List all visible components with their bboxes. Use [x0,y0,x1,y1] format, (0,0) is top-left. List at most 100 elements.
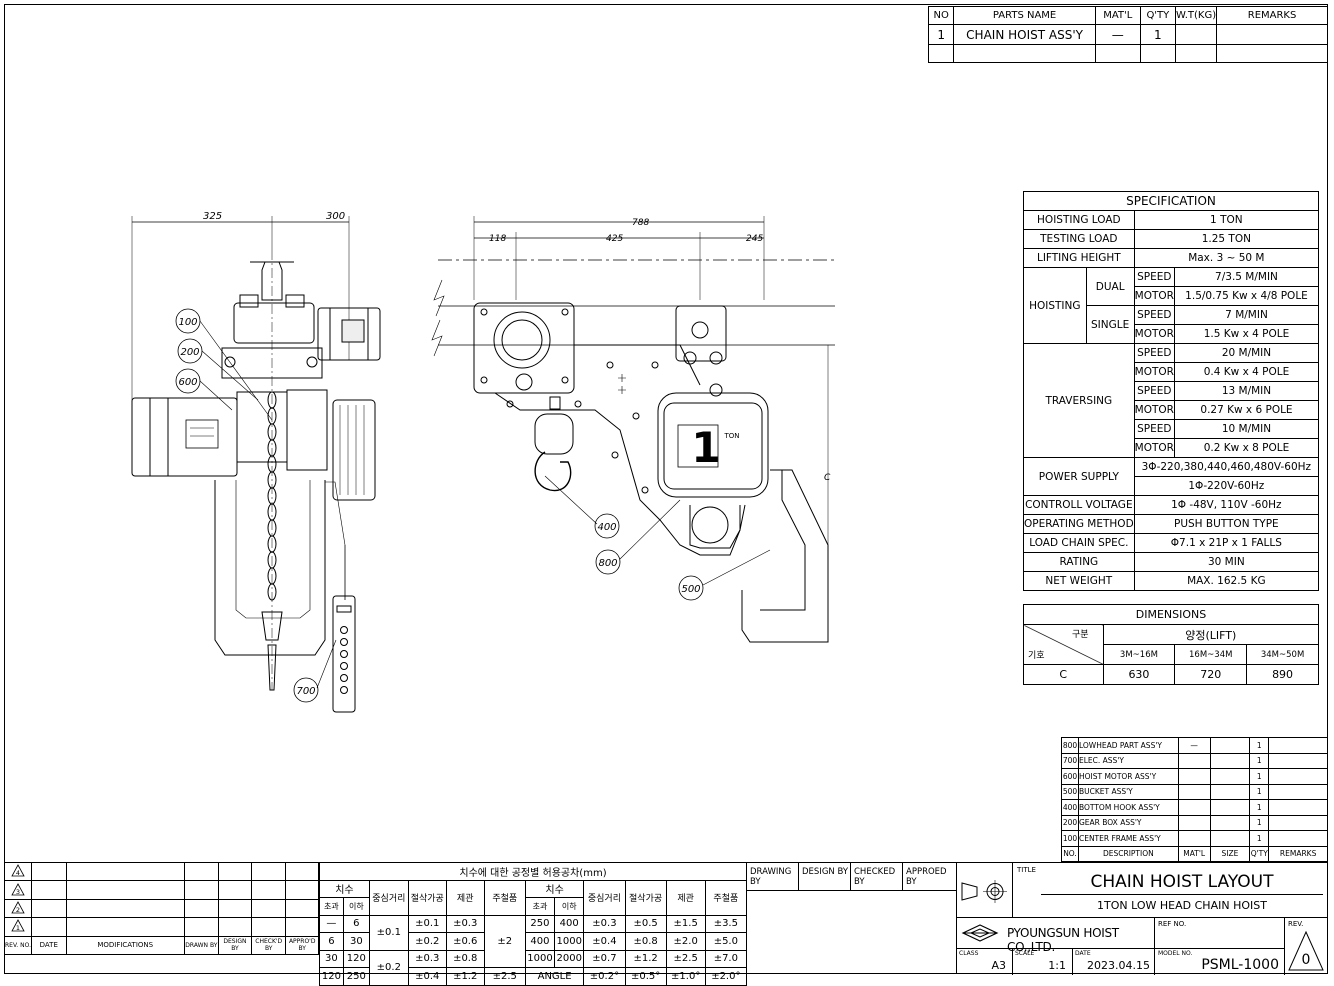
col-remarks: REMARKS [1268,845,1328,862]
tol-col: 중심거리 [583,879,626,916]
nameplate-unit: TON [723,432,739,440]
parts-list-top: NO PARTS NAME MAT'L Q'TY W.T(KG) REMARKS… [927,6,1328,63]
revision-cell [65,861,185,882]
tol-col: 제관 [665,879,706,916]
revision-cell [65,917,185,937]
part-no: 1 [927,24,955,45]
title-label: TITLE [1017,866,1036,874]
side-view: 325 300 [131,211,381,713]
company-cell: PYOUNGSUN HOIST CO.,LTD. [957,918,1155,954]
ref-no-cell: REF NO. [1155,918,1285,949]
projection-symbol [957,863,1013,918]
balloon-600: 600 [178,377,197,388]
revision-mark: 3 [16,888,20,896]
model-cell: MODEL NO. PSML-1000 [1155,949,1285,975]
revision-cell [251,917,287,937]
dims-value: 890 [1246,664,1319,685]
tol-cell: ±0.2° [583,967,626,986]
balloon-100: 100 [178,317,197,328]
company-logo-icon [961,924,999,942]
tol-cell: ±1.2 [624,949,667,968]
revision-mark: 1 [16,924,20,932]
spec-label: POWER SUPPLY [1023,457,1135,496]
tol-over: 초과 [524,897,556,916]
spec-label: NET WEIGHT [1023,571,1135,591]
spec-title: SPECIFICATION [1023,191,1319,211]
tol-cell: ±0.2 [407,932,447,951]
approval-design: DESIGN BY [799,863,851,891]
scale-value: 1:1 [1048,959,1066,972]
spec-kind: SPEED [1133,343,1175,363]
tol-col: 중심거리 [368,879,409,916]
front-view: 788 118 425 245 1 TON [431,216,835,643]
revision-cell [30,898,67,919]
class-value: A3 [991,959,1006,972]
tol-cell: ±0.3 [407,949,447,968]
rev-header: MODIFICATIONS [65,935,185,955]
tol-cell: 30 [342,932,370,951]
spec-value: 1.5/0.75 Kw x 4/8 POLE [1173,286,1320,306]
tol-cell: ±0.6 [445,932,485,951]
revision-row: 2 [4,898,319,919]
tol-cell: ±0.7 [583,949,626,968]
tol-cell: ±3.5 [704,914,748,933]
dim-c: C [824,473,831,483]
spec-value: 1Φ -48V, 110V -60Hz [1133,495,1320,515]
tol-cell: ±2 [483,914,526,968]
rev-header: CHECK'D BY [251,935,287,955]
tol-cell: ±2.5 [483,967,526,986]
dims-corner-bottom: 기호 [1028,651,1045,661]
dims-row-label: C [1023,664,1104,685]
tol-over: 초과 [319,897,344,916]
revision-cell [251,880,287,900]
col-qty: Q'TY [1249,845,1270,862]
spec-label: LIFTING HEIGHT [1023,248,1135,268]
col-description: DESCRIPTION [1077,845,1179,862]
revision-cell [217,861,253,882]
revision-cell [65,898,185,919]
balloon-400: 400 [597,522,616,533]
spec-value: PUSH BUTTON TYPE [1133,514,1320,534]
revision-cell [285,917,319,937]
leader-lines [199,320,771,689]
tol-cell: ±0.1 [368,914,409,951]
tol-cell: ±0.8 [445,949,485,968]
tol-cell: ±5.0 [704,932,748,951]
dim-245: 245 [746,234,763,244]
col-matl: MAT'L [1177,845,1211,862]
revision-triangle-icon: 0 [1288,930,1324,971]
date-value: 2023.04.15 [1087,959,1150,972]
hoist-drawing: 325 300 [131,211,835,713]
dimensions-table: DIMENSIONS 구분 기호 양정(LIFT) 3M~16M 16M~34M… [1023,604,1320,685]
rev-header: DRAWN BY [183,935,219,955]
revision-cell [217,917,253,937]
parts-cell: 1 [1249,752,1270,769]
tol-cell: ±7.0 [704,949,748,968]
revision-cell [183,880,219,900]
spec-kind: SPEED [1133,419,1175,439]
tol-col: 주철품 [704,879,748,916]
revision-row: 3 [4,880,319,900]
tol-cell: ±2.0° [704,967,748,986]
scale-cell: SCALE 1:1 [1013,949,1073,975]
tol-cell: 120 [319,967,344,986]
spec-value: 0.27 Kw x 6 POLE [1173,400,1320,420]
dims-group: 양정(LIFT) [1102,624,1320,645]
balloon-700: 700 [296,686,315,697]
dim-425: 425 [606,234,623,244]
spec-label: HOISTING LOAD [1023,210,1135,230]
dim-118: 118 [489,234,506,244]
title-cell: TITLE CHAIN HOIST LAYOUT 1TON LOW HEAD C… [1013,863,1328,918]
spec-kind: SPEED [1133,381,1175,401]
revision-cell [65,880,185,900]
tol-cell: 120 [342,949,370,968]
revision-cell [217,880,253,900]
tol-cell: ±0.3 [445,914,485,933]
dims-title: DIMENSIONS [1023,604,1319,625]
tol-cell: ANGLE [524,967,585,986]
revision-cell [30,861,67,882]
tol-cell: — [319,914,344,933]
tol-cell: 250 [342,967,370,986]
